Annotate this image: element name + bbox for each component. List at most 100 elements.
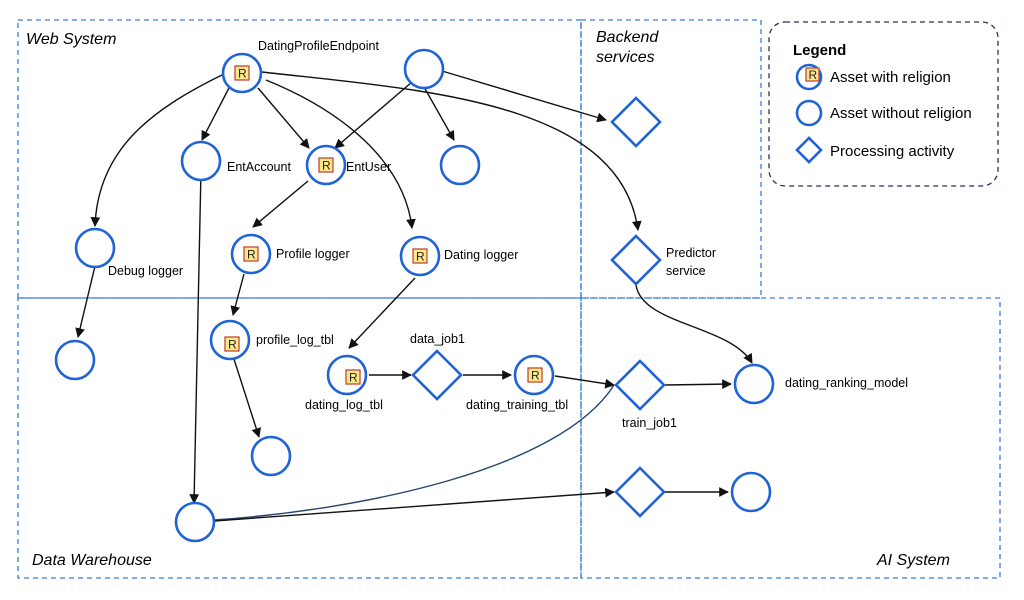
region-ai-system (580, 297, 1001, 579)
legend-badge-letter: R (809, 68, 818, 82)
node-debug-logger: Debug logger (74, 227, 183, 278)
asset-icon (74, 227, 116, 269)
node-label-dating-log-tbl: dating_log_tbl (305, 398, 383, 412)
legend-title: Legend (793, 42, 846, 59)
asset-icon (250, 435, 292, 477)
node-label-dating-training-tbl: dating_training_tbl (466, 398, 568, 412)
edge-endpoint-to-dating-logger (265, 79, 416, 229)
edge-endpoint-to-debug-logger (90, 73, 225, 227)
edge-dating-training-tbl-to-train-job1 (554, 375, 615, 389)
religion-badge-icon (345, 369, 361, 385)
edge-node-to-backend-activity (441, 70, 607, 123)
processing-activity-icon (614, 466, 666, 518)
religion-badge-icon (527, 367, 543, 383)
node-unlabeled-warehouse (174, 501, 216, 543)
edge-endpoint-to-entaccount (201, 85, 231, 141)
legend-processing-activity-label: Processing activity (830, 143, 955, 160)
edge-train-job1-to-dating-ranking-model (664, 379, 732, 390)
religion-badge-icon (224, 336, 240, 352)
badge-letter: R (228, 338, 237, 352)
processing-activity-icon (610, 234, 662, 286)
legend-asset-with-religion-label: Asset with religion (830, 69, 951, 86)
node-dating-profile-endpoint: R DatingProfileEndpoint (221, 39, 379, 94)
node-label-profile-logger: Profile logger (276, 247, 350, 261)
badge-letter: R (531, 369, 540, 383)
processing-activity-icon (411, 349, 463, 401)
asset-icon (54, 339, 96, 381)
edge-profile-logger-to-profile-log-tbl (230, 273, 245, 316)
badge-letter: R (349, 371, 358, 385)
processing-activity-icon (614, 359, 666, 411)
religion-badge-icon (234, 65, 250, 81)
badge-letter: R (238, 67, 247, 81)
region-label-web-system: Web System (26, 31, 116, 48)
religion-badge-icon (243, 246, 259, 262)
node-dating-ranking-model: dating_ranking_model (733, 363, 908, 405)
node-dating-logger: R Dating logger (399, 235, 518, 277)
node-label-data-job1: data_job1 (410, 332, 465, 346)
node-unlabeled-profile-out (250, 435, 292, 477)
edge-profile-log-tbl-to-node (232, 355, 261, 438)
node-label-profile-log-tbl: profile_log_tbl (256, 333, 334, 347)
legend: Legend R Asset with religion Asset witho… (768, 21, 999, 187)
edge-entaccount-to-warehouse-node (189, 169, 202, 504)
edge-endpoint-to-predictor-service (261, 71, 642, 231)
node-unlabeled-top (403, 48, 445, 90)
edge-warehouse-node-to-ai-activity (213, 487, 615, 522)
edge-node-to-entuser (334, 81, 413, 149)
religion-badge-icon (318, 157, 334, 173)
edge-predictor-service-to-dating-ranking-model (635, 284, 753, 364)
node-dating-training-tbl: R dating_training_tbl (466, 354, 568, 412)
edge-entuser-to-profile-logger (252, 180, 309, 228)
node-profile-logger: R Profile logger (230, 233, 350, 275)
region-data-warehouse (17, 297, 582, 579)
node-label-dating-ranking-model: dating_ranking_model (785, 376, 908, 390)
node-train-job1: train_job1 (614, 359, 677, 430)
region-label-backend-line2: services (596, 49, 655, 66)
asset-icon (174, 501, 216, 543)
region-label-ai-system: AI System (876, 552, 950, 569)
edge-debug-logger-to-node (75, 265, 96, 338)
node-unlabeled-web (439, 144, 481, 186)
node-entuser: R EntUser (305, 144, 391, 186)
node-dating-log-tbl: R dating_log_tbl (305, 354, 383, 412)
edges (75, 70, 753, 522)
node-label-entaccount: EntAccount (227, 160, 291, 174)
node-label-predictor-line1: Predictor (666, 246, 716, 260)
node-data-job1: data_job1 (410, 332, 465, 401)
region-backend-services (580, 19, 762, 299)
region-label-data-warehouse: Data Warehouse (32, 552, 152, 569)
node-predictor-service: Predictor service (610, 234, 716, 286)
node-ai-activity (614, 466, 666, 518)
node-label-dating-profile-endpoint: DatingProfileEndpoint (258, 39, 379, 53)
badge-letter: R (247, 248, 256, 262)
node-unlabeled-ai (730, 471, 772, 513)
node-unlabeled-debug-out (54, 339, 96, 381)
node-label-entuser: EntUser (346, 160, 391, 174)
legend-processing-activity-icon (795, 136, 823, 164)
processing-activity-icon (610, 96, 662, 148)
node-label-train-job1: train_job1 (622, 416, 677, 430)
asset-icon (403, 48, 445, 90)
badge-letter: R (416, 250, 425, 264)
edge-endpoint-to-entuser (257, 87, 310, 149)
asset-icon (180, 140, 222, 182)
asset-icon (733, 363, 775, 405)
region-label-backend-line1: Backend (596, 29, 659, 46)
legend-religion-badge-icon (805, 67, 820, 82)
node-label-predictor-line2: service (666, 264, 706, 278)
legend-asset-without-religion-label: Asset without religion (830, 105, 972, 122)
edge-warehouse-node-to-train-job1 (213, 384, 615, 521)
badge-letter: R (322, 159, 331, 173)
religion-badge-icon (412, 248, 428, 264)
edge-dating-logger-to-dating-log-tbl (348, 277, 416, 349)
legend-asset-without-religion-icon (795, 99, 823, 127)
edge-node-to-node (423, 86, 455, 141)
legend-box (768, 21, 999, 187)
node-backend-activity (610, 96, 662, 148)
node-profile-log-tbl: R profile_log_tbl (209, 319, 334, 361)
node-entaccount: EntAccount (180, 140, 291, 182)
asset-icon (730, 471, 772, 513)
node-label-debug-logger: Debug logger (108, 264, 183, 278)
